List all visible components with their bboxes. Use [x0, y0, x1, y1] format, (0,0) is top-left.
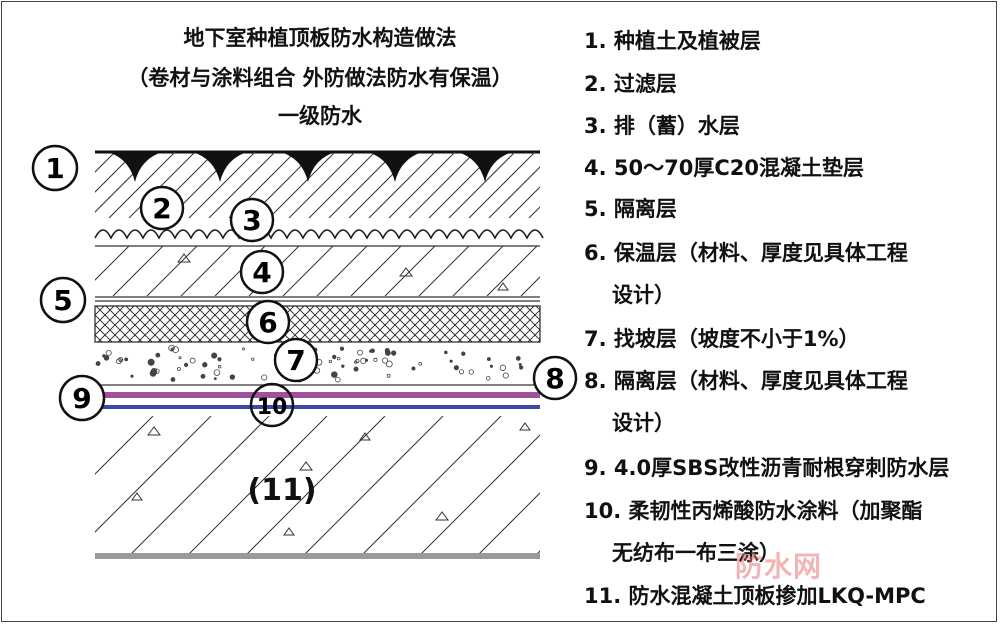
layer-insulation [94, 305, 541, 343]
legend-item-10: 10. 柔韧性丙烯酸防水涂料（加聚酯 无纺布一布三涂） [584, 499, 923, 565]
svg-text:4: 4 [252, 256, 271, 289]
legend-item-3: 3. 排（蓄）水层 [584, 114, 740, 138]
layer-concrete-slab [95, 416, 540, 559]
diagram-title: 地下室种植顶板防水构造做法 [183, 26, 457, 50]
callout-4: 4 [239, 249, 285, 295]
legend-item-4: 4. 50～70厚C20混凝土垫层 [584, 156, 864, 180]
svg-text:9: 9 [72, 382, 91, 415]
svg-text:(11): (11) [247, 473, 316, 508]
callout-2: 2 [139, 185, 185, 231]
layer-isolation [95, 296, 540, 302]
callout-1: 1 [31, 144, 79, 192]
layer-sbs-membrane [95, 392, 540, 398]
callout-6: 6 [245, 299, 291, 345]
layer-drainage-board [94, 229, 544, 240]
legend-item-9: 9. 4.0厚SBS改性沥青耐根穿刺防水层 [584, 456, 950, 480]
callout-7: 7 [273, 337, 319, 383]
svg-text:3: 3 [242, 204, 261, 237]
waterproof-grade: 一级防水 [278, 104, 362, 128]
legend-item-11: 11. 防水混凝土顶板掺加LKQ-MPC [584, 584, 926, 608]
layer-planting-soil [95, 150, 540, 218]
callout-8: 8 [532, 355, 578, 401]
callout-3: 3 [229, 197, 275, 243]
callout-10: 10 [249, 382, 295, 428]
watermark-logo: 防水网 [735, 550, 823, 583]
svg-text:5: 5 [53, 284, 72, 317]
svg-text:6: 6 [258, 306, 277, 339]
legend-item-2: 2. 过滤层 [584, 72, 677, 96]
svg-text:8: 8 [545, 362, 564, 395]
layer-concrete-cushion [95, 246, 540, 296]
diagram-subtitle: （卷材与涂料组合 外防做法防水有保温） [127, 66, 513, 90]
legend-item-7: 7. 找坡层（坡度不小于1%） [584, 327, 860, 351]
legend-item-6: 6. 保温层（材料、厚度见具体工程 设计） [584, 241, 908, 307]
legend-item-8: 8. 隔离层（材料、厚度见具体工程 设计） [584, 369, 908, 435]
callout-5: 5 [39, 276, 87, 324]
svg-text:1: 1 [45, 152, 64, 185]
callout-11: (11) [247, 473, 316, 508]
svg-text:2: 2 [152, 192, 171, 225]
svg-text:7: 7 [286, 344, 305, 377]
svg-text:10: 10 [257, 395, 288, 420]
legend-item-5: 5. 隔离层 [584, 197, 677, 221]
callout-9: 9 [58, 374, 106, 422]
layer-acrylic-coating [95, 405, 540, 409]
legend-item-1: 1. 种植土及植被层 [584, 29, 761, 53]
